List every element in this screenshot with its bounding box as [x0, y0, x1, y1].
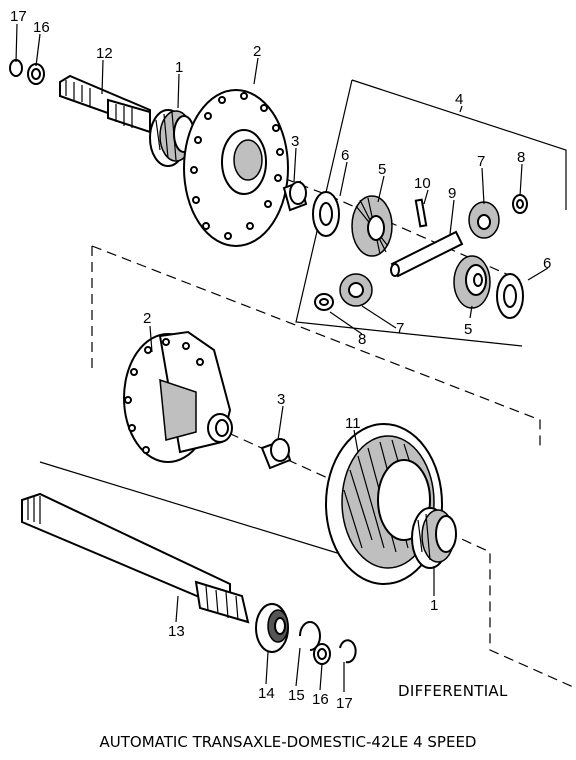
bushing-3-lower	[260, 438, 292, 470]
callout-14: 14	[258, 685, 275, 702]
callout-16-top: 16	[33, 19, 50, 36]
callout-4: 4	[455, 91, 463, 108]
diagram-caption: AUTOMATIC TRANSAXLE-DOMESTIC-42LE 4 SPEE…	[99, 733, 477, 751]
retaining-ring-17-top	[9, 59, 23, 77]
callout-3-top: 3	[291, 133, 299, 150]
axle-shaft-13	[21, 492, 250, 624]
output-shaft-12	[59, 74, 151, 134]
callout-11: 11	[345, 415, 361, 432]
callout-7-upper: 7	[477, 153, 485, 170]
leader-lines	[15, 23, 549, 692]
snap-ring-17-bottom	[339, 639, 357, 664]
callout-5-lower: 5	[464, 321, 472, 338]
callout-10: 10	[414, 175, 431, 192]
washer-16-top	[27, 63, 45, 85]
callout-6-upper: 6	[341, 147, 349, 164]
callout-1-lower: 1	[430, 597, 438, 614]
callout-7-lower: 7	[396, 320, 404, 337]
tapered-bearing-1-lower	[411, 507, 457, 569]
washer-8-lower	[314, 293, 334, 311]
pinion-gear-7-upper	[468, 201, 500, 239]
callout-12: 12	[96, 45, 113, 62]
diff-case-2-lower	[123, 330, 233, 463]
section-label: DIFFERENTIAL	[398, 682, 508, 700]
callout-1-top: 1	[175, 59, 183, 76]
callout-8-upper: 8	[517, 149, 525, 166]
callout-15: 15	[288, 687, 305, 704]
side-gear-5-lower	[453, 255, 491, 309]
callout-17-top: 17	[10, 8, 27, 25]
callout-2-lower: 2	[143, 310, 151, 327]
diff-case-flange-2-top	[183, 89, 289, 247]
pinion-gear-7-lower	[339, 273, 373, 307]
guide-bracket-left	[91, 245, 541, 448]
callout-labels: 17 16 12 1 2 3 4 6 5 10 9 7 8 6 8 7 5 2 …	[10, 8, 551, 712]
callout-13: 13	[168, 623, 185, 640]
callout-3-lower: 3	[277, 391, 285, 408]
callout-2-top: 2	[253, 43, 261, 60]
thrust-washer-6-lower	[496, 273, 524, 319]
bearing-14	[255, 603, 289, 653]
side-gear-5-upper	[351, 195, 393, 257]
guide-line-axle	[39, 461, 361, 561]
callout-9: 9	[448, 185, 456, 202]
bushing-3-top	[282, 180, 308, 212]
callout-6-lower: 6	[543, 255, 551, 272]
pinion-pin-10	[414, 198, 428, 228]
callout-17-bottom: 17	[336, 695, 353, 712]
callout-16-bottom: 16	[312, 691, 329, 708]
thrust-washer-6-upper	[312, 191, 340, 237]
pinion-shaft-9	[390, 230, 464, 278]
callout-8-lower: 8	[358, 331, 366, 348]
group-bracket-4	[295, 79, 567, 347]
washer-8-upper	[512, 194, 528, 214]
washer-16-bottom	[313, 643, 331, 665]
callout-5-upper: 5	[378, 161, 386, 178]
